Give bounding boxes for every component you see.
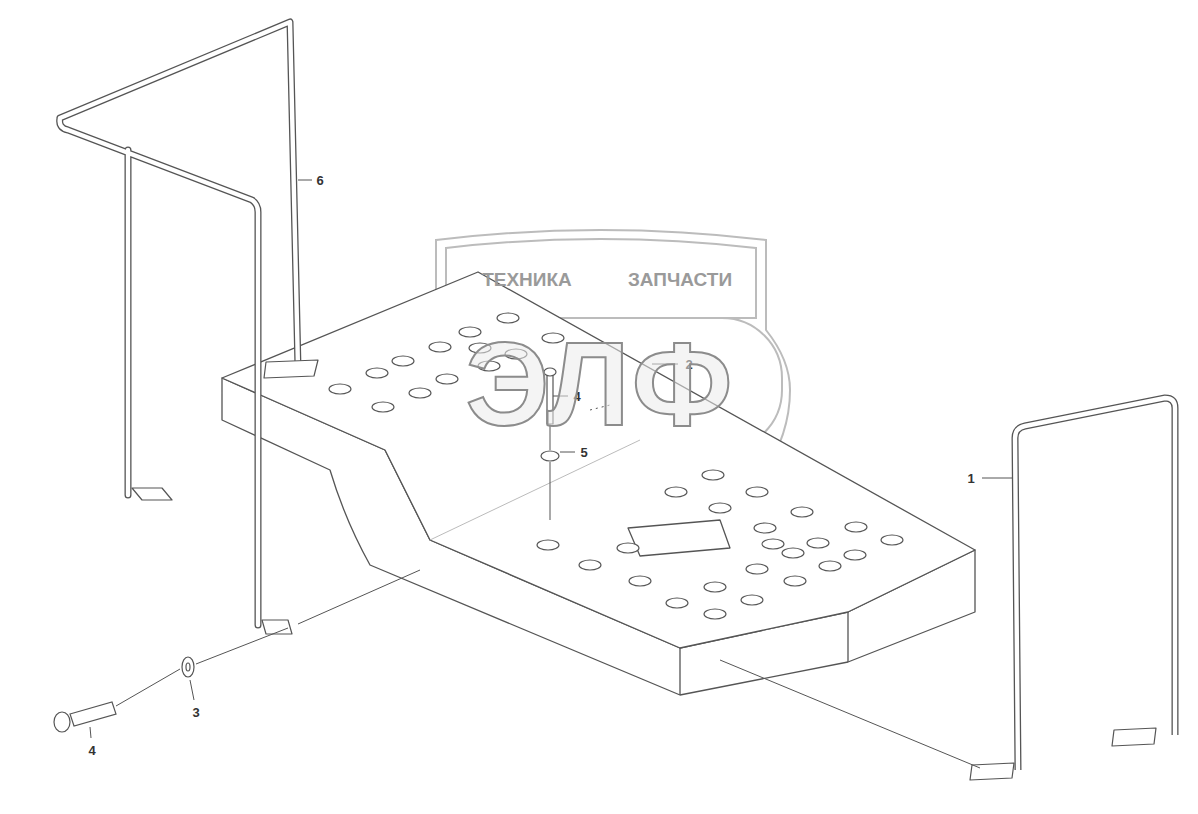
platform-holes — [329, 313, 903, 619]
callout-number: 1 — [966, 472, 975, 485]
callout-number: 3 — [191, 706, 200, 719]
step-platform — [222, 272, 975, 695]
leader-lines — [90, 180, 1012, 768]
callout-number: 5 — [579, 446, 588, 459]
callout-number: 6 — [315, 174, 324, 187]
callout-number: 4 — [87, 744, 96, 757]
watermark-logo: ЭЛФ — [466, 325, 735, 443]
watermark-text: ЗАПЧАСТИ — [628, 270, 732, 289]
handrail-right — [970, 398, 1175, 780]
handrail-left — [60, 22, 318, 634]
watermark-text: ТЕХНИКА — [482, 270, 572, 289]
